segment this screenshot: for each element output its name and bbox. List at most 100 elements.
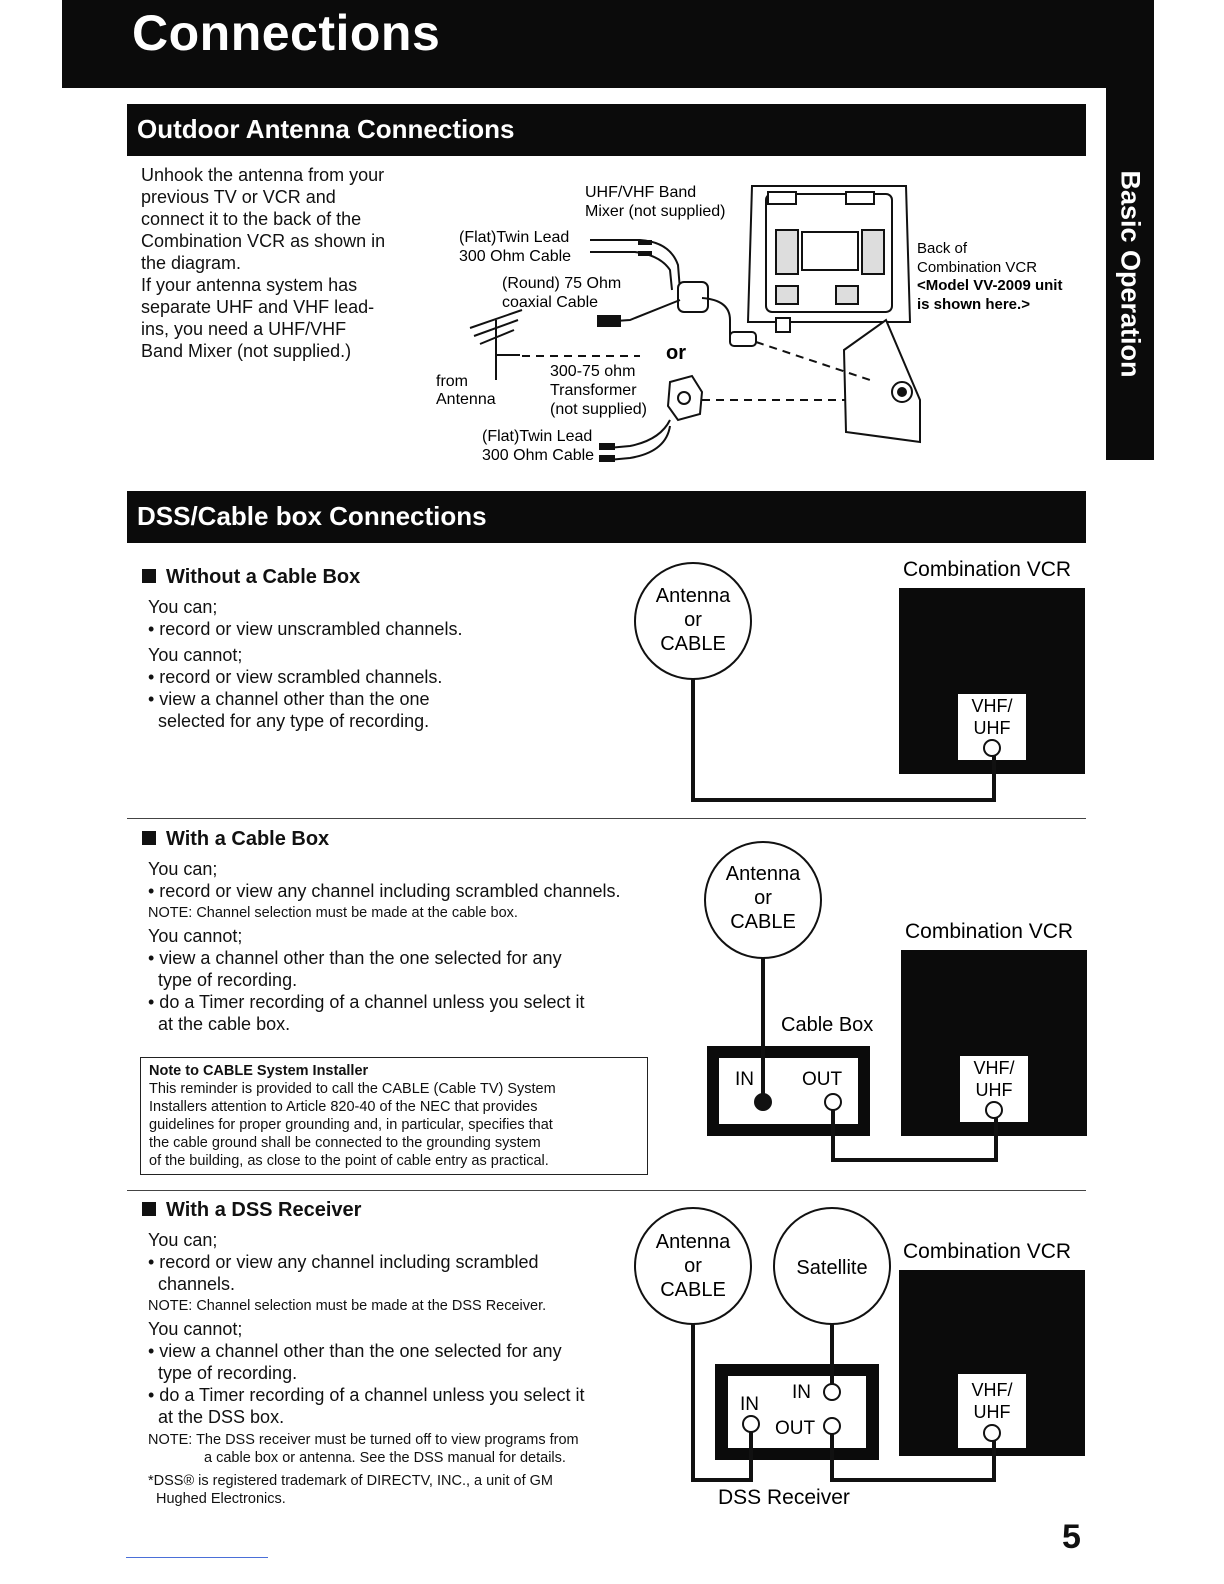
or-text: or	[684, 609, 702, 631]
cannot-item: • do a Timer recording of a channel unle…	[148, 992, 585, 1012]
cable-box-out-jack-icon	[824, 1093, 842, 1111]
transformer-label-1: 300-75 ohm	[550, 363, 635, 380]
cable-line	[691, 679, 996, 802]
uhf-text: UHF	[974, 718, 1011, 738]
vhf-text: VHF/	[973, 1058, 1014, 1078]
installer-note-line: This reminder is provided to call the CA…	[149, 1081, 556, 1097]
coax-dash-line	[755, 341, 871, 381]
vcr-jack-icon	[985, 1101, 1003, 1119]
back-label-1: Back of	[917, 240, 968, 257]
dss-out-jack-icon	[823, 1417, 841, 1435]
cannot-item: • record or view scrambled channels.	[148, 667, 443, 687]
you-can-label: You can;	[148, 859, 218, 879]
outdoor-line: separate UHF and VHF lead-	[141, 297, 375, 317]
you-cannot-label: You cannot;	[148, 645, 243, 665]
installer-note-line: Installers attention to Article 820-40 o…	[149, 1099, 538, 1115]
uhf-text: UHF	[976, 1080, 1013, 1100]
dss-out-line	[830, 1434, 996, 1482]
page-title: Connections	[132, 5, 441, 61]
divider	[127, 818, 1086, 819]
cable-box-note: NOTE: Channel selection must be made at …	[148, 905, 518, 921]
installer-note-box: Note to CABLE System Installer This remi…	[140, 1057, 648, 1175]
outdoor-line: ins, you need a UHF/VHF	[141, 319, 347, 339]
dss-cable-section-bar: DSS/Cable box Connections	[127, 491, 1086, 543]
or-text: or	[754, 887, 772, 909]
in-label: IN	[740, 1394, 759, 1415]
you-cannot-label: You cannot;	[148, 1319, 243, 1339]
vhf-text: VHF/	[971, 696, 1012, 716]
flat-lead-label-2: 300 Ohm Cable	[459, 248, 571, 265]
with-cable-box-diagram: Antenna or CABLE Combination VCR VHF/ UH…	[704, 841, 1087, 1162]
side-tab: Basic Operation	[1106, 88, 1154, 460]
with-dss-heading: With a DSS Receiver	[142, 1199, 361, 1222]
outdoor-antenna-diagram: UHF/VHF Band Mixer (not supplied) (Flat)…	[436, 184, 1062, 464]
cable-line-out	[831, 1110, 998, 1162]
combination-vcr-label: Combination VCR	[903, 1240, 1071, 1263]
model-label-1: <Model VV-2009 unit	[917, 277, 1062, 294]
with-cable-box-title: With a Cable Box	[166, 828, 330, 850]
dss-receiver-label: DSS Receiver	[718, 1486, 850, 1509]
cannot-item: • view a channel other than the one sele…	[148, 948, 562, 968]
or-label: or	[666, 342, 686, 364]
with-cable-box-text: You can; • record or view any channel in…	[148, 858, 688, 1035]
mixer-icon	[590, 239, 757, 347]
installer-note-line: the cable ground shall be connected to t…	[149, 1135, 541, 1151]
or-text: or	[684, 1255, 702, 1277]
outdoor-heading: Outdoor Antenna Connections	[137, 114, 515, 144]
outdoor-line: Band Mixer (not supplied.)	[141, 341, 352, 361]
mixer-label-2: Mixer (not supplied)	[585, 203, 726, 220]
antenna-text: Antenna	[726, 863, 801, 885]
antenna-text: Antenna	[656, 585, 731, 607]
flat-lead-label-1: (Flat)Twin Lead	[459, 229, 569, 246]
dss-cable-heading: DSS/Cable box Connections	[137, 501, 487, 531]
trademark-line: *DSS® is registered trademark of DIRECTV…	[148, 1473, 554, 1489]
installer-note-title: Note to CABLE System Installer	[149, 1063, 369, 1079]
dss-note: NOTE: Channel selection must be made at …	[148, 1298, 547, 1314]
cannot-item: selected for any type of recording.	[148, 711, 430, 731]
cable-text: CABLE	[660, 633, 726, 655]
square-bullet-icon	[142, 1202, 156, 1216]
cable-box-panel	[719, 1058, 858, 1124]
dss-note2-line: a cable box or antenna. See the DSS manu…	[204, 1450, 566, 1466]
satellite-text: Satellite	[796, 1257, 867, 1279]
without-cable-box-text: You can; • record or view unscrambled ch…	[148, 596, 628, 732]
vcr-jack-icon	[983, 739, 1001, 757]
divider	[127, 1190, 1086, 1191]
flat-lead2-label-1: (Flat)Twin Lead	[482, 428, 592, 445]
mixer-label-1: UHF/VHF Band	[585, 184, 696, 201]
can-item: channels.	[148, 1274, 236, 1294]
antenna-text: Antenna	[656, 1231, 731, 1253]
side-tab-label: Basic Operation	[1115, 170, 1146, 378]
flat-lead-connector-icon	[638, 240, 652, 256]
outdoor-line: Unhook the antenna from your	[141, 165, 385, 185]
antenna-line	[691, 1324, 753, 1482]
antenna-label: Antenna	[436, 391, 496, 408]
out-label: OUT	[775, 1418, 816, 1439]
back-label-2: Combination VCR	[917, 259, 1037, 276]
without-cable-box-diagram: Antenna or CABLE Combination VCR VHF/ UH…	[634, 558, 1085, 802]
with-dss-text: You can; • record or view any channel in…	[148, 1229, 658, 1508]
you-cannot-label: You cannot;	[148, 926, 243, 946]
footer-rule	[126, 1557, 268, 1558]
installer-note-line: of the building, as close to the point o…	[149, 1153, 549, 1169]
in-label: IN	[735, 1069, 754, 1090]
with-dss-title: With a DSS Receiver	[166, 1199, 362, 1221]
square-bullet-icon	[142, 569, 156, 583]
with-cable-box-heading: With a Cable Box	[142, 828, 329, 851]
trademark-line: Hughed Electronics.	[156, 1491, 286, 1507]
cable-box-label: Cable Box	[781, 1014, 873, 1036]
you-can-label: You can;	[148, 1230, 218, 1250]
cannot-item: type of recording.	[148, 970, 298, 990]
cannot-item: • view a channel other than the one sele…	[148, 1341, 562, 1361]
outdoor-line: Combination VCR as shown in	[141, 231, 386, 251]
dss-note2-line: NOTE: The DSS receiver must be turned of…	[148, 1432, 579, 1448]
combination-vcr-label: Combination VCR	[903, 558, 1071, 581]
uhf-text: UHF	[974, 1402, 1011, 1422]
dss-in2-jack-icon	[742, 1415, 760, 1433]
can-item: • record or view any channel including s…	[148, 881, 621, 901]
round-cable-label-1: (Round) 75 Ohm	[502, 275, 621, 292]
transformer-label-2: Transformer	[550, 382, 637, 399]
square-bullet-icon	[142, 831, 156, 845]
outdoor-line: If your antenna system has	[141, 275, 358, 295]
from-label: from	[436, 373, 468, 390]
